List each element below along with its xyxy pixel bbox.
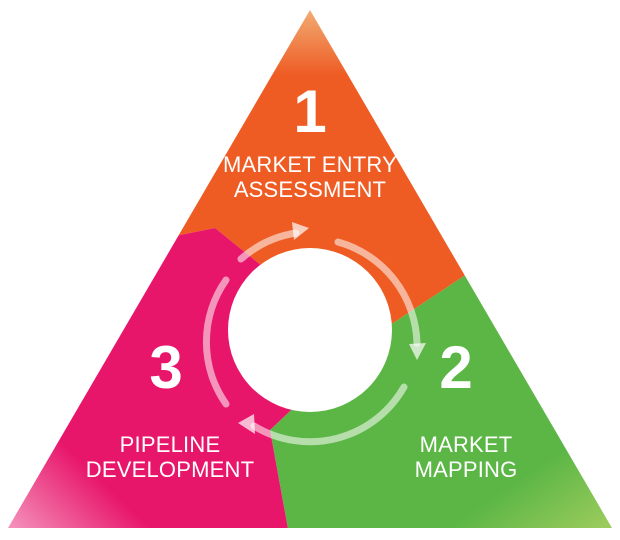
arrowhead-icon (409, 343, 426, 360)
segment-2-market-mapping (270, 272, 612, 528)
step-3-label-line-2: DEVELOPMENT (85, 457, 255, 482)
step-3-label-line-1: PIPELINE (119, 432, 221, 457)
step-2-label-line-1: MARKET (419, 432, 513, 457)
step-3-number: 3 (149, 334, 183, 401)
arrowhead-icon (292, 222, 309, 240)
step-3-label: PIPELINE DEVELOPMENT (70, 432, 270, 482)
step-1-number: 1 (293, 78, 327, 145)
center-circle (228, 248, 392, 412)
step-1-label: MARKET ENTRY ASSESSMENT (200, 152, 420, 202)
step-1-label-line-1: MARKET ENTRY (223, 152, 397, 177)
cycle-arrow-arc-top (237, 229, 300, 263)
cycle-arrow-arc-right (334, 238, 421, 347)
cycle-arrow-arc-bottom (250, 383, 408, 446)
arrowhead-icon (238, 414, 255, 434)
step-2-number: 2 (439, 334, 473, 401)
step-1-label-line-2: ASSESSMENT (233, 177, 387, 202)
step-2-label-line-2: MAPPING (414, 457, 518, 482)
step-2-label: MARKET MAPPING (386, 432, 546, 482)
cycle-arrow-arc-left (202, 276, 230, 408)
